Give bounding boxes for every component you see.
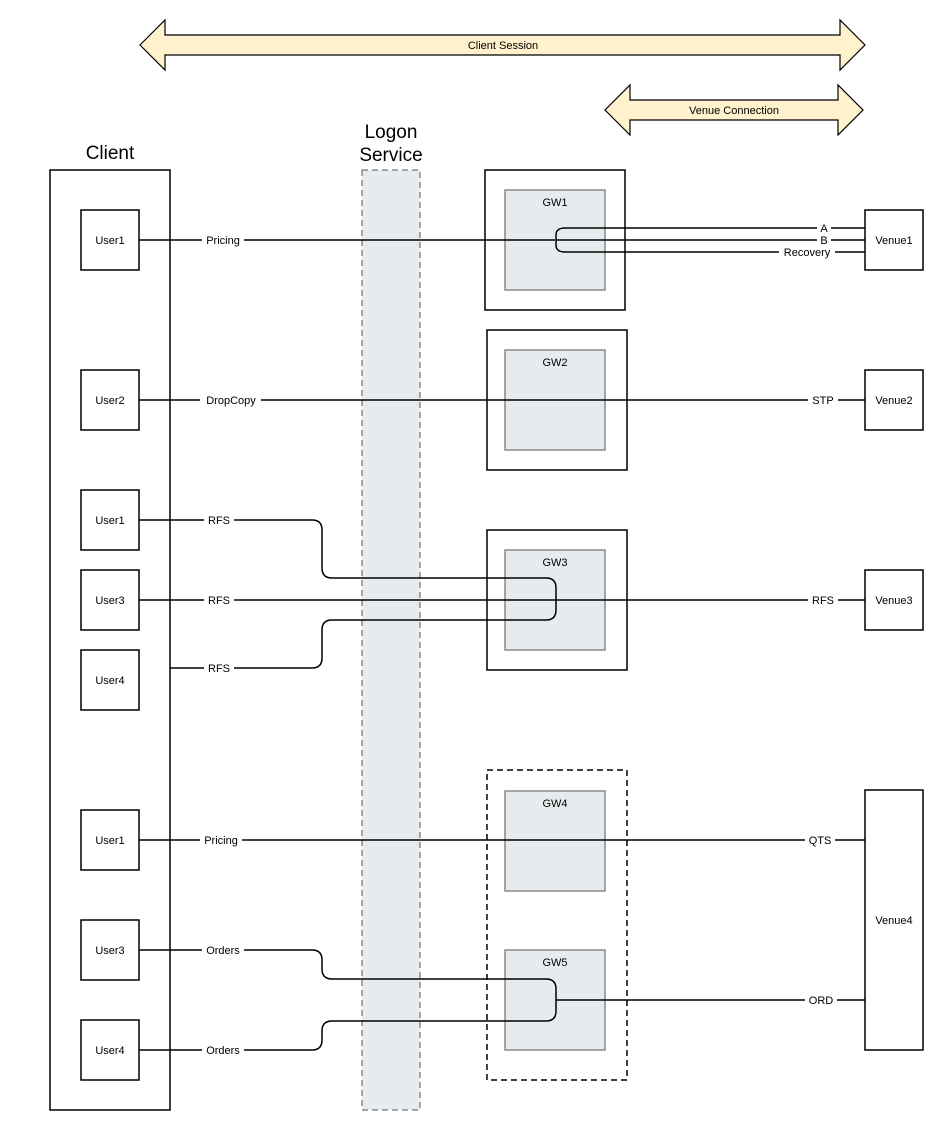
user-box-6: User1 xyxy=(80,809,140,871)
link-label-dropcopy: DropCopy xyxy=(206,395,256,407)
logon-service-title-line2: Service xyxy=(359,145,422,166)
user-box-4: User3 xyxy=(80,569,140,631)
gw3-label: GW3 xyxy=(542,557,567,569)
venue-box-1: Venue1 xyxy=(864,209,924,271)
svg-text:User3: User3 xyxy=(95,945,124,957)
logon-service-band xyxy=(361,169,421,1111)
link-label-ord: ORD xyxy=(809,995,834,1007)
link-label-stp: STP xyxy=(812,395,833,407)
venue-link-labels: A B Recovery STP RFS QTS ORD xyxy=(779,222,838,1007)
gw4-label: GW4 xyxy=(542,798,567,810)
svg-text:User3: User3 xyxy=(95,595,124,607)
link-label-rfs-3: RFS xyxy=(208,663,230,675)
venue-box-3: Venue3 xyxy=(864,569,924,631)
link-label-recovery: Recovery xyxy=(784,247,831,259)
svg-text:User2: User2 xyxy=(95,395,124,407)
gw2-label: GW2 xyxy=(542,357,567,369)
user-box-5: User4 xyxy=(80,649,140,711)
client-link-labels: Pricing DropCopy RFS RFS RFS Pricing Ord… xyxy=(200,233,261,1057)
user-box-1: User1 xyxy=(80,209,140,271)
link-label-orders-2: Orders xyxy=(206,1045,240,1057)
logon-service-title-line1: Logon xyxy=(365,122,418,143)
svg-text:User4: User4 xyxy=(95,1045,124,1057)
link-label-rfs-venue: RFS xyxy=(812,595,834,607)
svg-text:User1: User1 xyxy=(95,835,124,847)
link-label-pricing-2: Pricing xyxy=(204,835,238,847)
link-label-a: A xyxy=(820,223,828,235)
svg-text:User1: User1 xyxy=(95,235,124,247)
user-box-7: User3 xyxy=(80,919,140,981)
client-title: Client xyxy=(86,143,135,164)
gw1-label: GW1 xyxy=(542,197,567,209)
client-session-label: Client Session xyxy=(468,40,538,52)
client-session-arrow: Client Session xyxy=(139,18,866,72)
link-label-orders-1: Orders xyxy=(206,945,240,957)
svg-text:Venue3: Venue3 xyxy=(875,595,912,607)
link-label-b: B xyxy=(820,235,827,247)
venue-connection-label: Venue Connection xyxy=(689,105,779,117)
venue-box-4: Venue4 xyxy=(864,789,924,1051)
link-label-pricing-1: Pricing xyxy=(206,235,240,247)
svg-text:Venue2: Venue2 xyxy=(875,395,912,407)
svg-text:User1: User1 xyxy=(95,515,124,527)
logon-service: Logon Service xyxy=(359,122,423,1111)
gateway-gw4: GW4 xyxy=(504,790,606,892)
link-label-rfs-2: RFS xyxy=(208,595,230,607)
svg-text:User4: User4 xyxy=(95,675,124,687)
link-label-qts: QTS xyxy=(809,835,832,847)
user-box-8: User4 xyxy=(80,1019,140,1081)
venue-box-2: Venue2 xyxy=(864,369,924,431)
svg-text:Venue4: Venue4 xyxy=(875,915,912,927)
link-label-rfs-1: RFS xyxy=(208,515,230,527)
svg-text:Venue1: Venue1 xyxy=(875,235,912,247)
user-box-2: User2 xyxy=(80,369,140,431)
venue-connection-arrow: Venue Connection xyxy=(604,83,864,137)
user-box-3: User1 xyxy=(80,489,140,551)
wire-rfs-merge-gw3 xyxy=(139,519,557,669)
gw5-label: GW5 xyxy=(542,957,567,969)
